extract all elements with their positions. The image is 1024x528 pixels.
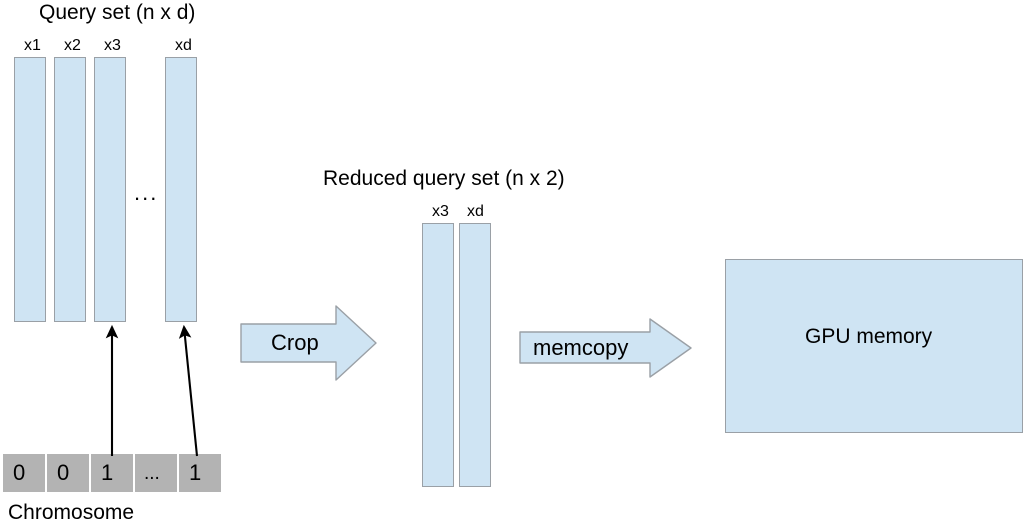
query-column-xd (165, 57, 197, 322)
chromosome-cell-value: 1 (189, 460, 202, 485)
chromosome-cell: ... (135, 454, 177, 492)
crop-arrow-shape (240, 305, 377, 381)
gpu-memory-label: GPU memory (805, 325, 933, 348)
memcopy-arrow: memcopy (519, 317, 693, 379)
crop-arrow: Crop (240, 303, 378, 383)
connector-bitd-to-xd (178, 324, 199, 457)
reduced-query-set-title: Reduced query set (n x 2) (323, 167, 565, 190)
memcopy-arrow-shape (519, 318, 692, 378)
query-column-label-xd: xd (175, 37, 192, 54)
chromosome-cell: 0 (47, 454, 89, 492)
query-column-label-x3: x3 (104, 37, 121, 54)
chromosome-cell: 0 (3, 454, 45, 492)
chromosome-cell-value: ... (144, 462, 160, 484)
reduced-column-label-xd: xd (467, 203, 484, 220)
chromosome-label: Chromosome (8, 501, 135, 524)
chromosome-cell-value: 1 (101, 460, 114, 485)
query-column-x2 (54, 57, 86, 322)
reduced-column-x3 (422, 223, 454, 487)
chromosome-cell: 1 (179, 454, 221, 492)
query-column-x1 (14, 57, 46, 322)
chromosome-cell-value: 0 (57, 460, 70, 485)
reduced-column-xd (459, 223, 491, 487)
reduced-column-label-x3: x3 (432, 203, 449, 220)
gpu-memory-block (725, 259, 1023, 433)
query-set-title: Query set (n x d) (39, 1, 196, 24)
query-column-label-x1: x1 (24, 37, 41, 54)
query-columns-ellipsis: ... (134, 180, 159, 205)
chromosome-cell-value: 0 (13, 460, 26, 485)
chromosome-strip: 0 0 1 ... 1 (3, 454, 221, 492)
query-column-x3 (94, 57, 126, 322)
chromosome-cell: 1 (91, 454, 133, 492)
query-column-label-x2: x2 (64, 37, 81, 54)
